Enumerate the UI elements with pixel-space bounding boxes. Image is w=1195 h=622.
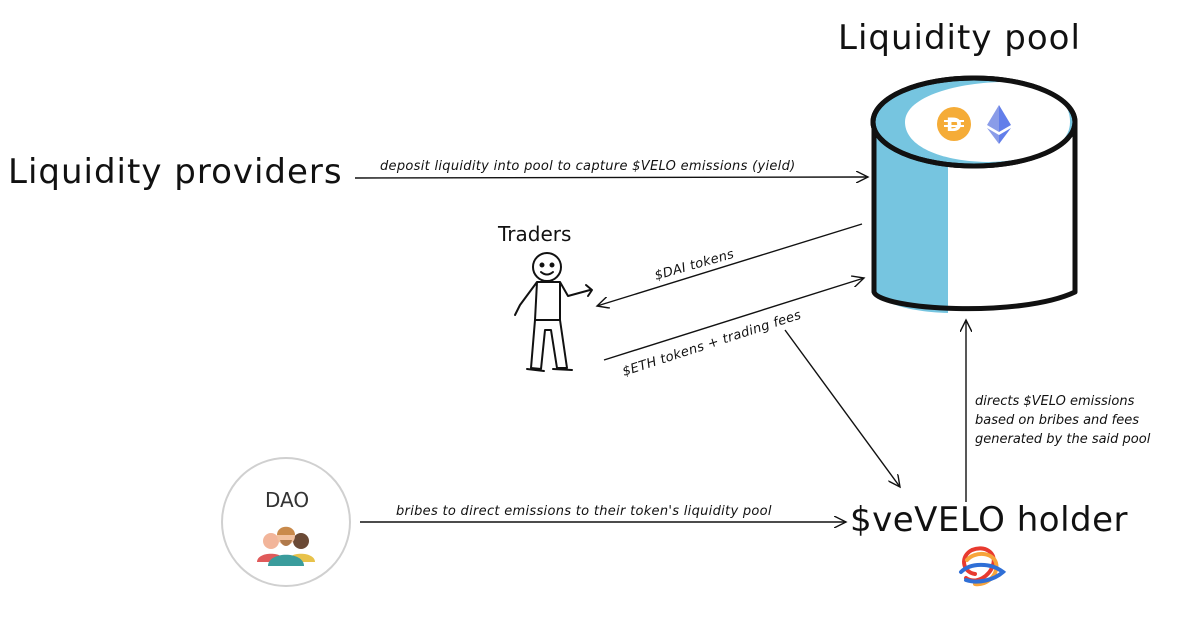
vevelo-holder-label: $veVELO holder: [850, 500, 1128, 540]
velodrome-logo-icon: [959, 546, 1007, 587]
fees-to-holder-arrow: [784, 329, 900, 487]
liquidity-pool-title: Liquidity pool: [838, 18, 1081, 58]
liquidity-pool-cylinder: [870, 75, 1078, 313]
deposit-arrow: [354, 177, 868, 178]
dai-tokens-arrow: [597, 223, 863, 306]
deposit-arrow-label: deposit liquidity into pool to capture $…: [380, 159, 796, 174]
dai-tokens-label: $DAI tokens: [653, 247, 736, 284]
dao-badge: [221, 457, 351, 587]
traders-label: Traders: [498, 222, 572, 246]
eth-icon: [987, 105, 1011, 144]
bribes-arrow-label: bribes to direct emissions to their toke…: [396, 504, 772, 519]
eth-tokens-arrow: [603, 278, 864, 361]
trader-stick-figure-icon: [514, 252, 593, 372]
dao-label: DAO: [264, 488, 310, 512]
people-group-icon: [257, 526, 315, 566]
liquidity-providers-label: Liquidity providers: [8, 152, 343, 192]
dai-icon: D: [937, 107, 971, 141]
directs-emissions-label: directs $VELO emissions based on bribes …: [975, 394, 1151, 447]
eth-tokens-label: $ETH tokens + trading fees: [621, 308, 804, 380]
